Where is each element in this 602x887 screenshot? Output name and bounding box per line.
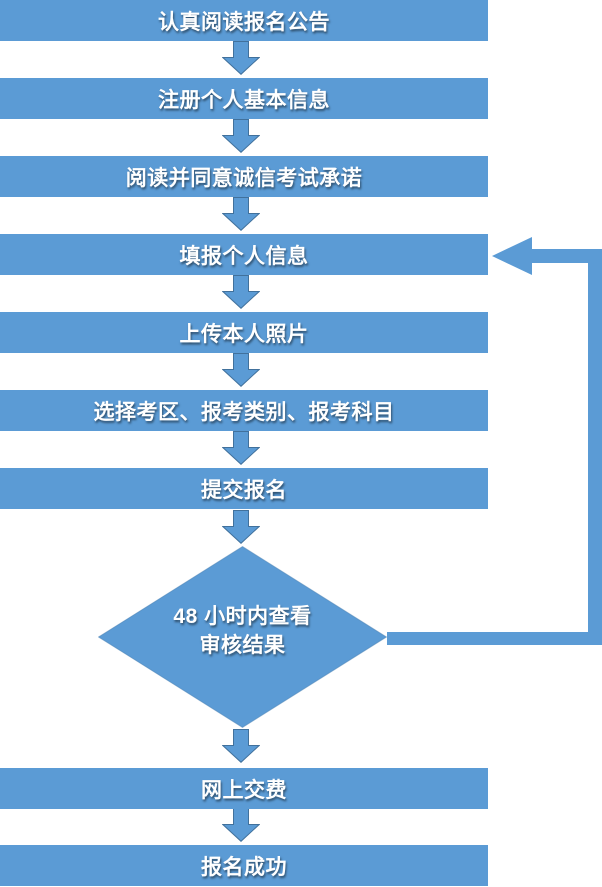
step-read-announcement: 认真阅读报名公告 <box>0 0 488 41</box>
step-label: 注册个人基本信息 <box>158 88 330 112</box>
step-register-basic-info: 注册个人基本信息 <box>0 78 488 119</box>
down-arrow-icon <box>222 729 260 763</box>
down-arrow-icon <box>222 510 260 544</box>
step-label: 填报个人信息 <box>179 244 309 268</box>
step-label: 网上交费 <box>201 778 287 802</box>
step-label: 阅读并同意诚信考试承诺 <box>125 166 363 190</box>
step-label: 提交报名 <box>201 478 287 502</box>
decision-review-result: 48 小时内查看 审核结果 <box>98 602 387 660</box>
step-label: 选择考区、报考类别、报考科目 <box>93 400 395 424</box>
loop-back-arrow-icon <box>387 237 602 645</box>
step-submit-registration: 提交报名 <box>0 468 488 509</box>
step-select-area-category-subject: 选择考区、报考类别、报考科目 <box>0 390 488 431</box>
down-arrow-icon <box>222 197 260 231</box>
step-fill-personal-info: 填报个人信息 <box>0 234 488 275</box>
decision-label-line1: 48 小时内查看 <box>173 605 312 628</box>
step-label: 报名成功 <box>201 855 287 879</box>
down-arrow-icon <box>222 431 260 465</box>
step-upload-photo: 上传本人照片 <box>0 312 488 353</box>
down-arrow-icon <box>222 275 260 309</box>
down-arrow-icon <box>222 41 260 75</box>
step-label: 认真阅读报名公告 <box>158 10 330 34</box>
step-agree-integrity-commitment: 阅读并同意诚信考试承诺 <box>0 156 488 197</box>
down-arrow-icon <box>222 808 260 842</box>
down-arrow-icon <box>222 353 260 387</box>
decision-diamond <box>98 546 387 728</box>
decision-label-line2: 审核结果 <box>199 634 286 657</box>
step-label: 上传本人照片 <box>179 322 309 346</box>
step-pay-online: 网上交费 <box>0 768 488 809</box>
step-registration-success: 报名成功 <box>0 845 488 886</box>
down-arrow-icon <box>222 119 260 153</box>
